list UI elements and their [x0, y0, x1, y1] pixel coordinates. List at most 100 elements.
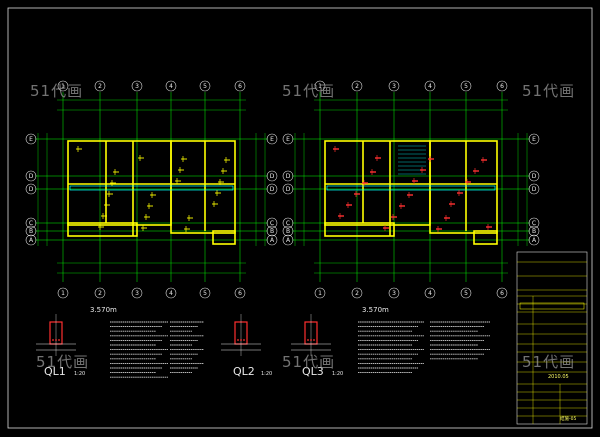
section-scale-ql1: 1:20 [74, 371, 85, 377]
title-block-frame [516, 251, 588, 425]
axis-bubble-label: D [270, 173, 275, 180]
axis-bubble-label: E [532, 136, 536, 143]
watermark: 51代画 [36, 353, 89, 371]
axis-bubble-label: D [270, 186, 275, 193]
axis-bubble-circle [94, 80, 106, 92]
axis-bubble-circle [234, 287, 246, 299]
axis-bubble-right: D [266, 183, 278, 195]
axis-bubble-right: C [266, 217, 278, 229]
rebar-dot [237, 339, 239, 341]
axis-bubble-bottom: 3 [131, 287, 143, 299]
axis-bubble-bottom: 2 [351, 287, 363, 299]
axis-bubble-circle [528, 217, 540, 229]
axis-bubble-left: D [282, 183, 294, 195]
rebar-dot [313, 339, 315, 341]
axis-bubble-label: C [286, 220, 290, 227]
axis-bubble-circle [314, 80, 326, 92]
axis-bubble-bottom: 5 [460, 287, 472, 299]
axis-bubble-circle [424, 80, 436, 92]
axis-bubble-circle [282, 234, 294, 246]
watermark: 51代画 [282, 82, 335, 100]
axis-bubble-left: C [282, 217, 294, 229]
axis-bubble-circle [351, 80, 363, 92]
watermark: 51代画 [522, 82, 575, 100]
axis-bubble-top: 3 [131, 80, 143, 92]
wall-outline [212, 230, 236, 245]
axis-bubble-circle [282, 183, 294, 195]
axis-bubble-label: D [286, 173, 291, 180]
axis-bubble-label: 4 [169, 290, 173, 297]
section-details [36, 314, 331, 356]
axis-bubble-label: D [532, 173, 537, 180]
axis-bubble-label: 6 [500, 83, 504, 90]
plan-right-level: 3.570m [362, 306, 389, 314]
axis-bubble-label: D [29, 186, 34, 193]
axis-grid-lines [35, 92, 530, 282]
axis-bubble-circle [528, 133, 540, 145]
section-label-ql3: QL3 [302, 365, 324, 378]
axis-bubble-circle [282, 170, 294, 182]
axis-bubble-label: 5 [464, 290, 468, 297]
axis-bubble-circle [528, 234, 540, 246]
section-label-ql1: QL1 [44, 365, 66, 378]
axis-bubble-label: 6 [500, 290, 504, 297]
axis-bubble-top: 5 [199, 80, 211, 92]
axis-bubble-circle [165, 287, 177, 299]
axis-bubble-label: D [532, 186, 537, 193]
axis-bubble-circle [25, 225, 37, 237]
axis-bubble-circle [266, 170, 278, 182]
axis-bubble-right: B [528, 225, 540, 237]
axis-bubble-top: 6 [234, 80, 246, 92]
axis-bubble-circle [314, 287, 326, 299]
axis-bubble-bottom: 3 [388, 287, 400, 299]
axis-bubble-circle [25, 170, 37, 182]
axis-bubble-circle [282, 225, 294, 237]
axis-bubble-label: 2 [355, 290, 359, 297]
watermark: 51代画 [282, 353, 335, 371]
title-block-sheet-no: 结施-05 [560, 415, 576, 422]
axis-bubble-left: C [25, 217, 37, 229]
axis-bubble-label: 6 [238, 83, 242, 90]
axis-bubble-left: D [282, 170, 294, 182]
axis-bubble-top: 2 [351, 80, 363, 92]
rebar-dot [52, 339, 54, 341]
ring-beam [326, 185, 496, 191]
axis-bubble-bottom: 4 [424, 287, 436, 299]
axis-bubble-label: 1 [61, 290, 65, 297]
axis-bubble-left: D [25, 183, 37, 195]
axis-bubble-top: 6 [496, 80, 508, 92]
axis-bubble-label: 6 [238, 290, 242, 297]
watermark: 51代画 [30, 82, 83, 100]
axis-bubble-label: E [286, 136, 290, 143]
sheet-border [7, 7, 593, 429]
axis-bubble-circle [496, 80, 508, 92]
axis-bubble-bottom: 1 [314, 287, 326, 299]
axis-bubble-label: B [270, 228, 274, 235]
axis-bubble-circle [199, 287, 211, 299]
axis-bubble-left: A [282, 234, 294, 246]
title-block-date: 2010.05 [548, 374, 569, 380]
wall-outline [429, 140, 498, 234]
axis-bubble-label: B [532, 228, 536, 235]
axis-bubble-top: 5 [460, 80, 472, 92]
axis-bubble-circle [266, 234, 278, 246]
axis-bubble-circle [131, 80, 143, 92]
axis-bubble-circle [282, 217, 294, 229]
axis-bubble-circle [528, 170, 540, 182]
axis-bubble-label: A [532, 237, 537, 244]
section-scale-ql2: 1:20 [261, 371, 272, 377]
axis-bubble-label: A [270, 237, 275, 244]
axis-bubble-right: A [266, 234, 278, 246]
general-notes [110, 321, 490, 378]
plan-left-level: 3.570m [90, 306, 117, 314]
axis-bubble-right: A [528, 234, 540, 246]
rebar-dot [58, 339, 60, 341]
axis-bubble-left: A [25, 234, 37, 246]
axis-bubble-left: E [25, 133, 37, 145]
axis-bubble-circle [528, 225, 540, 237]
wall-outline [324, 222, 395, 237]
axis-bubble-top: 1 [57, 80, 69, 92]
axis-bubble-top: 1 [314, 80, 326, 92]
title-block [517, 261, 587, 424]
